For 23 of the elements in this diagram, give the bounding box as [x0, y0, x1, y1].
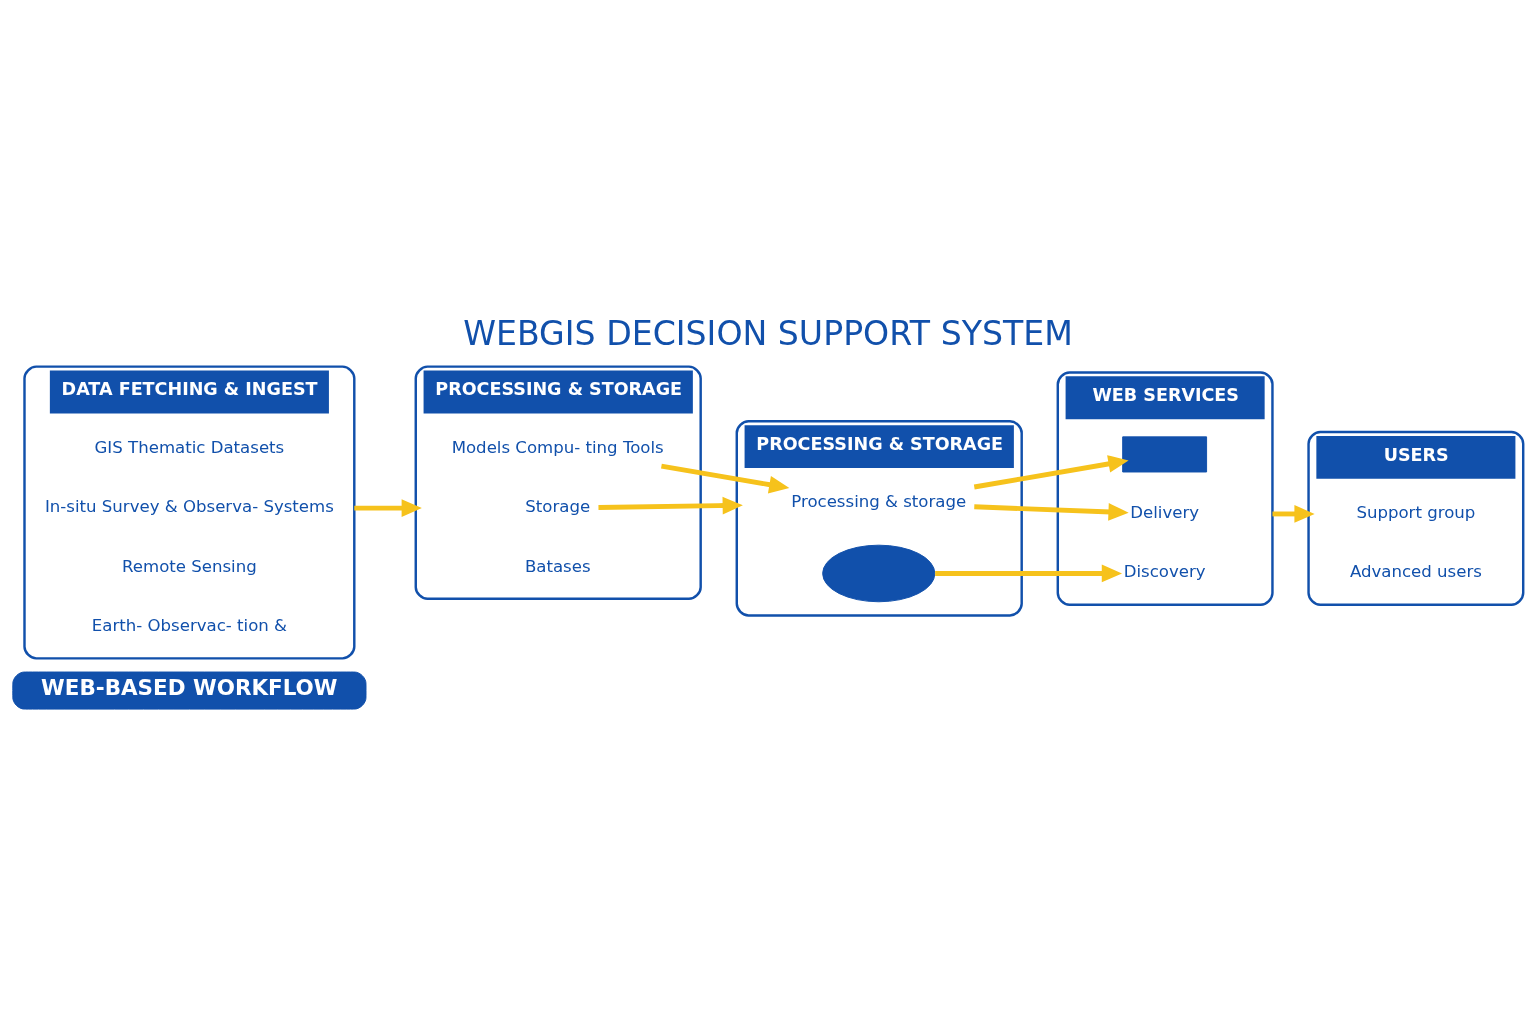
diagram-title: WEBGIS DECISION SUPPORT SYSTEM	[463, 314, 1073, 354]
node-box: WEB-BASED WORKFLOW	[12, 671, 367, 710]
arrow	[935, 564, 1123, 583]
node-text: Advanced users	[1349, 562, 1482, 582]
node-box	[1122, 436, 1208, 473]
node-text: GIS Thematic Datasets	[94, 437, 285, 457]
arrow	[1272, 505, 1315, 523]
arrow	[974, 503, 1129, 521]
arrow	[661, 463, 790, 494]
node-text: In-situ Survey & Observa- Systems	[44, 497, 334, 517]
arrow	[598, 496, 743, 515]
node-text: Discovery	[1123, 562, 1206, 582]
node-text: Batases	[524, 556, 591, 576]
node-text: Delivery	[1130, 502, 1200, 522]
node-text: Processing & storage	[791, 492, 967, 512]
node-text: Storage	[525, 497, 591, 517]
node-cloud	[822, 544, 936, 603]
node-text: Models Compu- ting Tools	[451, 437, 664, 457]
node-text: Remote Sensing	[122, 556, 257, 576]
arrow	[354, 499, 422, 517]
arrow	[973, 455, 1129, 490]
node-text: Earth- Observac- tion &	[91, 616, 288, 636]
node-text: Support group	[1356, 502, 1476, 522]
